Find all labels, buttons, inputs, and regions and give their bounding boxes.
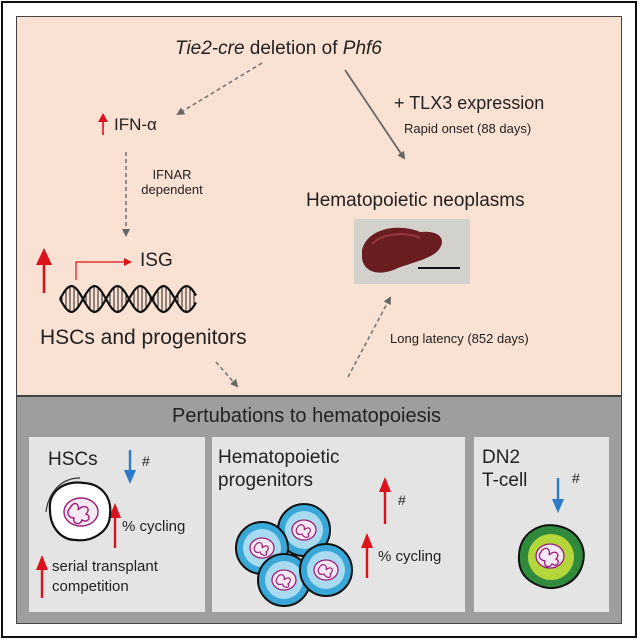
ifnar-line1: IFNAR bbox=[152, 167, 192, 182]
hsc-cycling-up-arrow bbox=[109, 503, 121, 548]
hsc-transplant-label: serial transplant competition bbox=[52, 557, 158, 597]
ifn-up-arrow bbox=[98, 113, 108, 135]
progenitor-chromatin bbox=[317, 564, 333, 578]
progenitor-title-line1: Hematopoietic bbox=[218, 447, 340, 468]
dn2-cell-icon bbox=[517, 524, 585, 589]
dn2-title-line1: DN2 bbox=[482, 447, 521, 468]
tie2-cre-label: Tie2-cre bbox=[175, 38, 245, 59]
dn2-hash: # bbox=[572, 470, 580, 486]
isg-up-arrow bbox=[36, 248, 52, 293]
progenitor-title: Hematopoietic progenitors bbox=[218, 446, 339, 492]
mechanism-panel bbox=[16, 16, 622, 396]
ifn-alpha-label: IFN-α bbox=[114, 115, 157, 134]
rapid-onset-label: Rapid onset (88 days) bbox=[404, 121, 532, 136]
phf6-label: Phf6 bbox=[342, 38, 382, 59]
long-latency-label: Long latency (852 days) bbox=[390, 331, 529, 346]
progenitor-cycling-label: % cycling bbox=[378, 548, 442, 565]
neoplasms-label: Hematopoietic neoplasms bbox=[306, 190, 525, 211]
hsc-cell-icon bbox=[45, 477, 112, 542]
progenitor-cycling-up-arrow bbox=[361, 533, 373, 578]
dn2-down-arrow bbox=[552, 478, 564, 513]
progenitor-chromatin bbox=[253, 542, 269, 556]
hsc-transplant-up-arrow bbox=[36, 555, 48, 598]
hsc-title: HSCs bbox=[48, 449, 98, 470]
isg-label: ISG bbox=[140, 250, 173, 271]
dna-strand bbox=[59, 284, 197, 314]
arrow-deletion-to-neoplasms bbox=[344, 69, 406, 160]
arrow-deletion-to-ifn bbox=[176, 62, 263, 116]
tissue-image bbox=[354, 219, 470, 284]
promoter-arrow bbox=[75, 258, 132, 280]
hsc-down-arrow bbox=[124, 450, 136, 484]
progenitor-cells-icon bbox=[235, 503, 353, 607]
perturbations-title: Pertubations to hematopoiesis bbox=[172, 405, 442, 427]
progenitor-up-arrow-1 bbox=[379, 477, 391, 524]
dn2-title-line2: T-cell bbox=[482, 470, 528, 491]
dna-helix-icon bbox=[59, 284, 197, 314]
deletion-title: Tie2-cre deletion of Phf6 bbox=[175, 38, 382, 60]
progenitor-hash: # bbox=[398, 492, 406, 508]
deletion-of-label: deletion of bbox=[244, 38, 343, 59]
ifnar-line2: dependent bbox=[141, 182, 203, 197]
progenitor-chromatin bbox=[275, 574, 291, 588]
ifnar-label: IFNAR dependent bbox=[132, 167, 212, 197]
transplant-line2: competition bbox=[52, 578, 129, 595]
hscs-progenitors-label: HSCs and progenitors bbox=[40, 326, 247, 349]
arrow-hsc-to-perturbations bbox=[215, 361, 239, 388]
arrow-perturbations-to-neoplasms bbox=[347, 296, 391, 378]
dn2-title: DN2 T-cell bbox=[482, 446, 527, 492]
progenitor-chromatin bbox=[295, 524, 311, 538]
hsc-hash: # bbox=[142, 453, 150, 469]
transplant-line1: serial transplant bbox=[52, 558, 158, 575]
tlx3-label: + TLX3 expression bbox=[394, 93, 545, 113]
progenitor-title-line2: progenitors bbox=[218, 470, 314, 491]
hsc-cycling-label: % cycling bbox=[122, 518, 186, 535]
